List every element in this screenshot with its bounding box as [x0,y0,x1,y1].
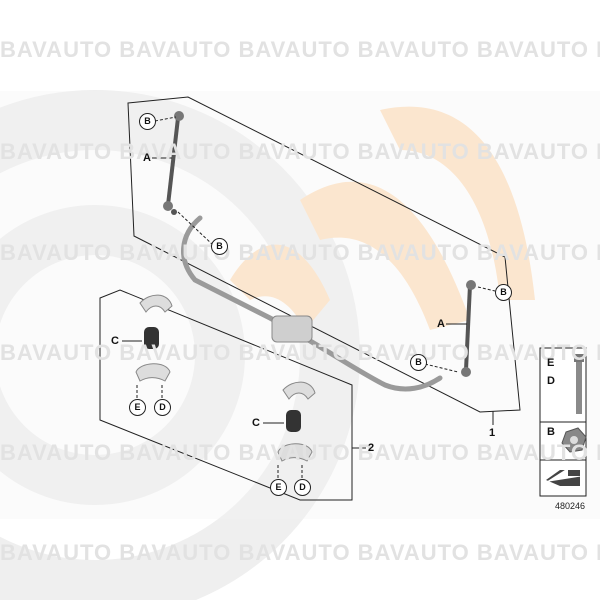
leader-b-right-bottom [424,363,459,373]
label-c-lower: C [252,417,260,429]
nut-icon [561,427,587,453]
watermark-row: BAVAUTO BAVAUTO BAVAUTO BAVAUTO BAVAUTO … [0,440,600,465]
panel-label-d: D [547,375,555,387]
callout-b-left-bottom: B [211,238,228,255]
part-number: 480246 [555,501,586,511]
callout-b-right-top: B [495,284,512,301]
group-1-outline [127,96,521,413]
callout-b-right-bottom: B [410,354,427,371]
bolt-icon [574,354,584,414]
label-group-2: 2 [368,442,375,454]
callout-d-upper: D [154,399,171,416]
callout-b-left-top: B [139,113,156,130]
watermark-row: BAVAUTO BAVAUTO BAVAUTO BAVAUTO BAVAUTO … [0,340,600,365]
watermark-row: BAVAUTO BAVAUTO BAVAUTO BAVAUTO BAVAUTO … [0,139,600,164]
watermark-row: BAVAUTO BAVAUTO BAVAUTO BAVAUTO BAVAUTO … [0,37,600,62]
panel-label-e: E [547,357,555,369]
watermark-row: BAVAUTO BAVAUTO BAVAUTO BAVAUTO BAVAUTO … [0,240,600,265]
stabilizer-bar [181,215,443,392]
stabilizer-link-right [461,280,476,377]
leader-b-left-bottom [177,211,214,246]
label-c-upper: C [111,335,119,347]
callout-d-lower: D [294,479,311,496]
bushing-set-lower [277,381,316,478]
label-a-right: A [437,318,445,330]
stabilizer-link-left [163,111,184,215]
label-group-1: 1 [489,427,496,439]
group-2-outline [99,289,353,501]
watermark-row: BAVAUTO BAVAUTO BAVAUTO BAVAUTO BAVAUTO … [0,540,600,565]
leader-b-right-top [477,286,496,292]
callout-e-lower: E [270,479,287,496]
bushing-set-upper [135,294,173,398]
leader-b-left-top [154,116,177,122]
arrow-symbol-icon [546,468,584,486]
stabilizer-bushing [271,315,313,343]
callout-e-upper: E [129,399,146,416]
panel-label-b: B [547,426,555,438]
label-a-left: A [143,152,151,164]
